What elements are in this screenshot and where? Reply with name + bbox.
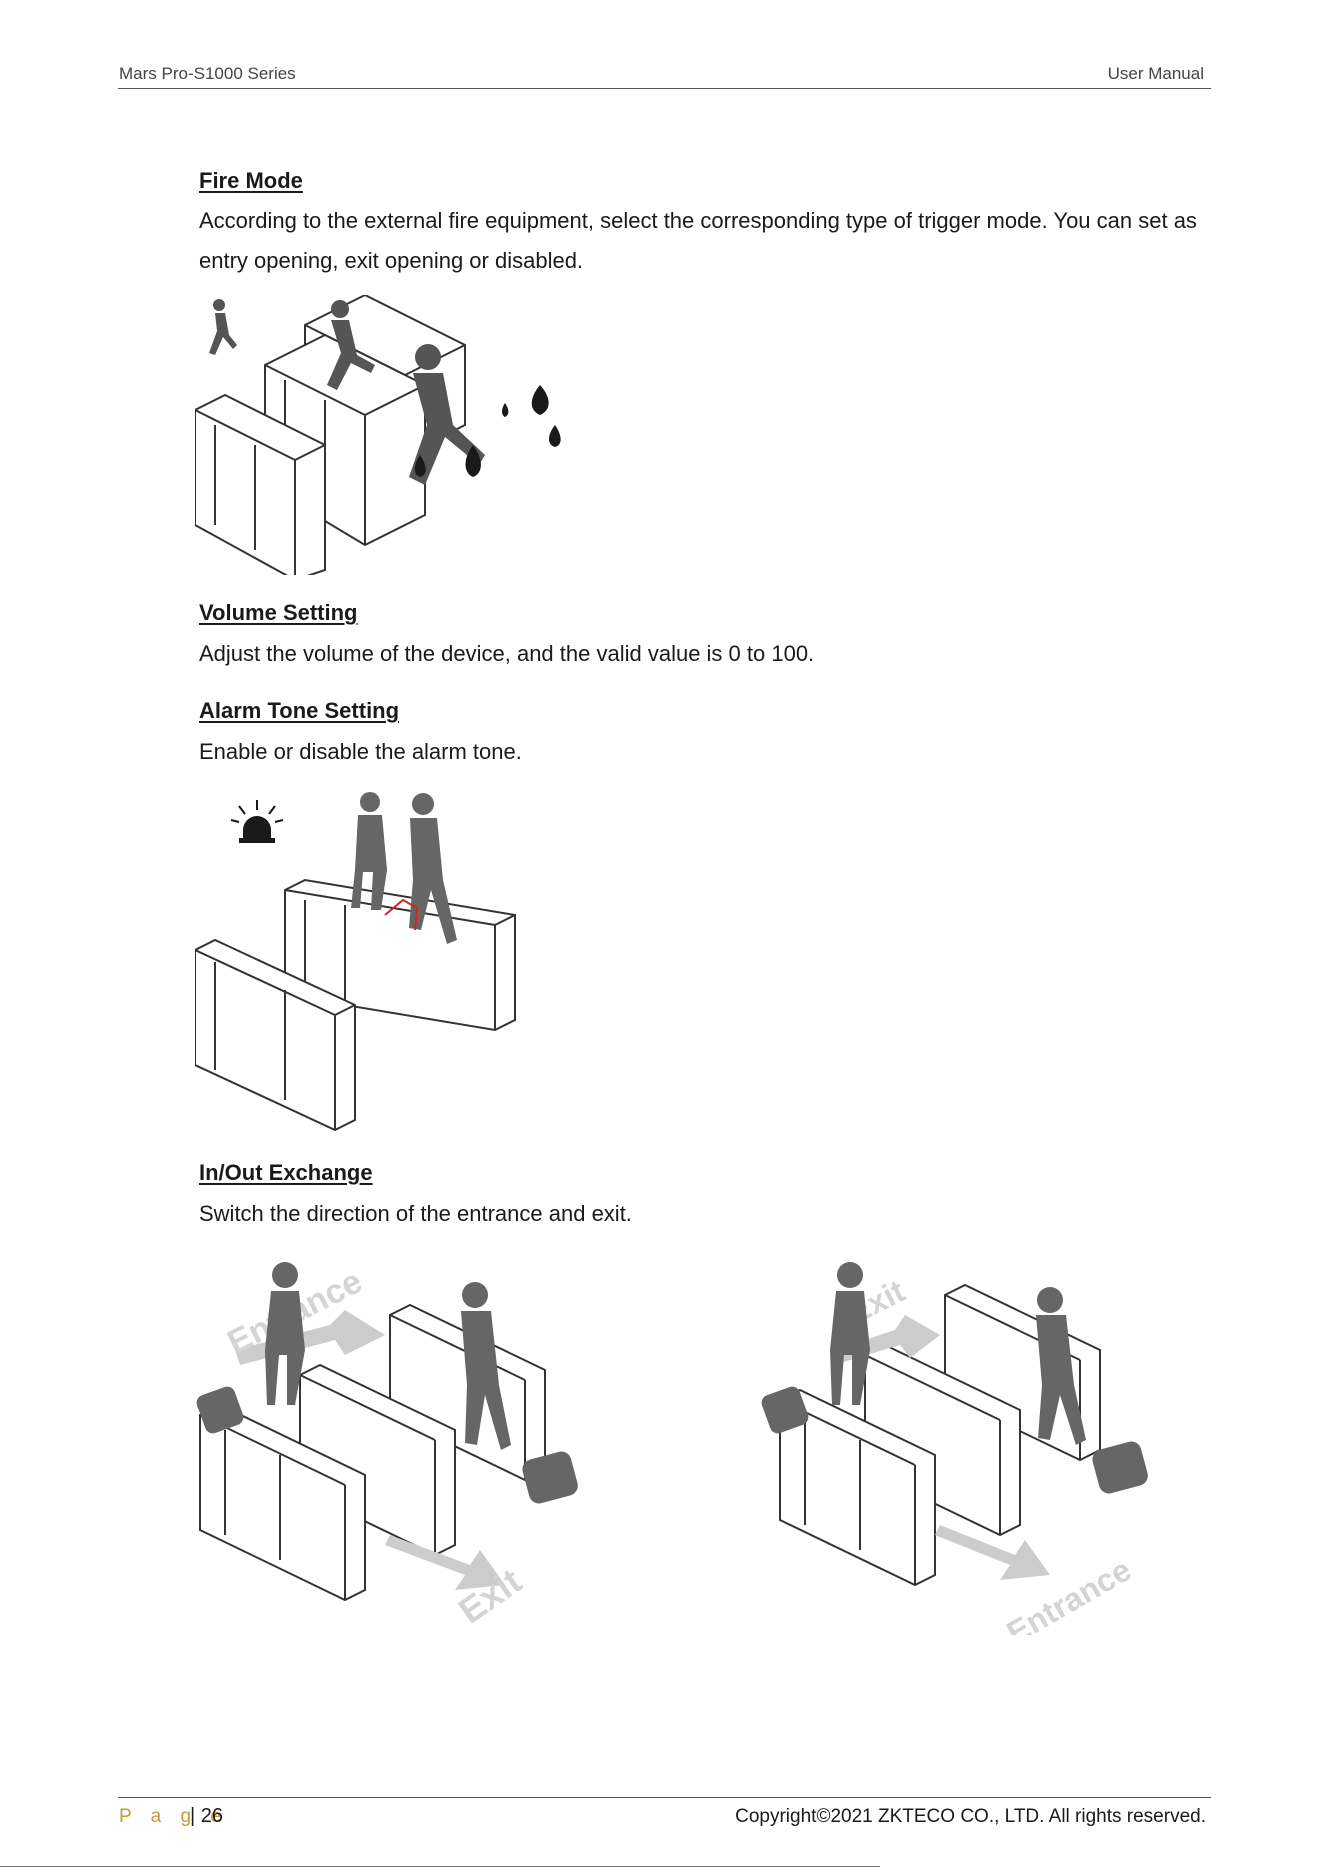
runner-silhouettes xyxy=(209,299,485,485)
exit-arrow xyxy=(385,1535,505,1590)
section-text-alarm-tone-setting: Enable or disable the alarm tone. xyxy=(199,739,522,764)
traveler-silhouettes xyxy=(196,1262,578,1504)
entrance-arrow xyxy=(935,1525,1050,1580)
flame-icons xyxy=(414,385,561,477)
traveler-silhouettes xyxy=(761,1262,1148,1494)
walker-silhouettes xyxy=(351,792,457,944)
section-title-alarm-tone-setting: Alarm Tone Setting xyxy=(199,698,400,723)
header-document-type: User Manual xyxy=(1107,64,1204,83)
section-text-fire-mode: According to the external fire equipment… xyxy=(199,208,1197,273)
fire-mode-illustration xyxy=(195,295,561,575)
alarm-tone-illustration xyxy=(195,792,516,1132)
section-text-in-out-exchange: Switch the direction of the entrance and… xyxy=(199,1201,632,1226)
exchange-illustration-right: Exit Entrance xyxy=(761,1262,1148,1635)
footer-divider xyxy=(118,1797,1211,1798)
page-edge-line xyxy=(0,1866,880,1867)
section-title-volume-setting: Volume Setting xyxy=(199,600,358,625)
footer-page-label: P a g e xyxy=(119,1806,228,1827)
header-product-name: Mars Pro-S1000 Series xyxy=(119,64,296,83)
section-title-in-out-exchange: In/Out Exchange xyxy=(199,1160,373,1185)
exchange-illustration-left: Entrance Exit xyxy=(196,1262,578,1632)
section-text-volume-setting: Adjust the volume of the device, and the… xyxy=(199,641,815,666)
header-divider xyxy=(118,88,1211,89)
footer-copyright: Copyright©2021 ZKTECO CO., LTD. All righ… xyxy=(735,1806,1206,1827)
section-title-fire-mode: Fire Mode xyxy=(199,168,303,193)
footer-page-number: | 26 xyxy=(190,1805,223,1827)
alarm-light-icon xyxy=(230,800,284,843)
